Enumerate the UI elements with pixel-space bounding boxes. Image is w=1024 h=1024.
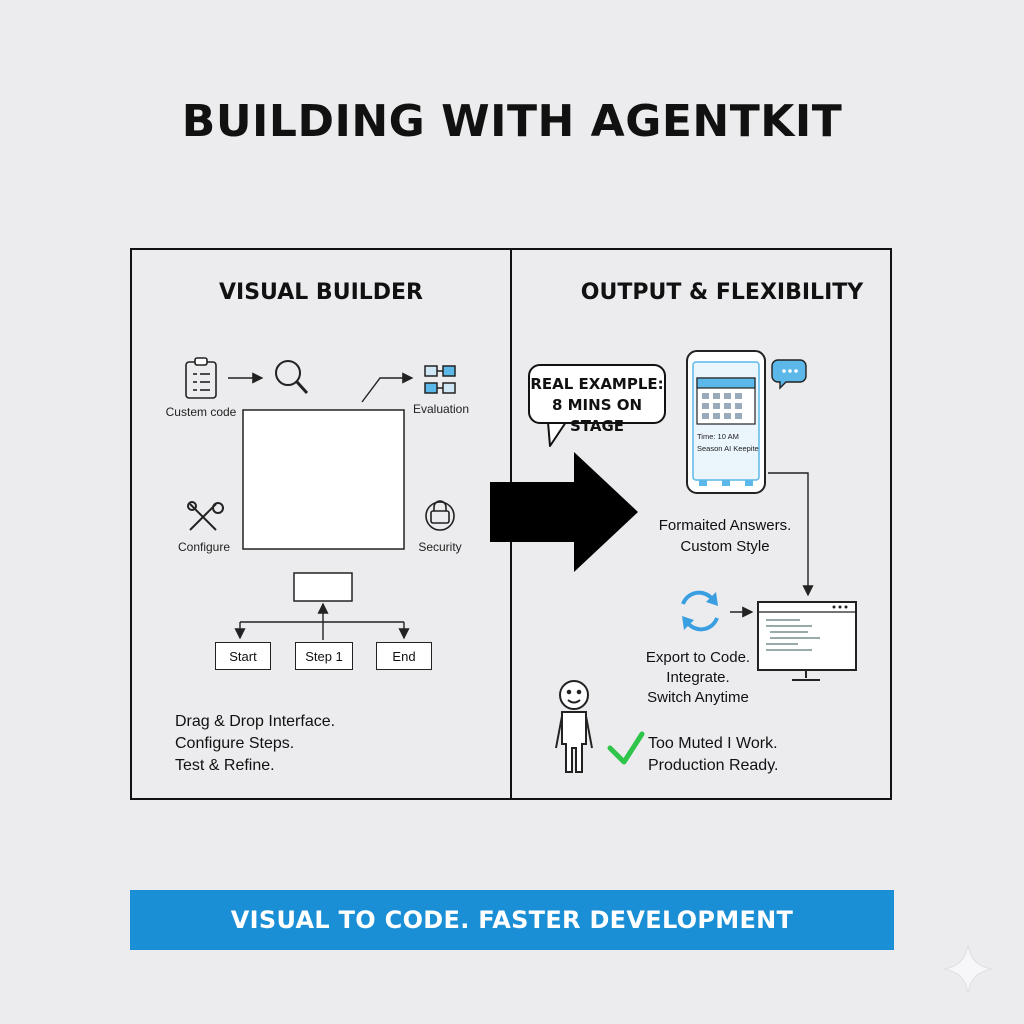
visual-builder-title: VISUAL BUILDER: [218, 280, 423, 305]
visual-builder-description: Drag & Drop Interface. Configure Steps. …: [175, 713, 336, 774]
output-flexibility-title: OUTPUT & FLEXIBILITY: [580, 280, 864, 305]
search-icon: [275, 360, 309, 395]
evaluation-icon: [424, 365, 456, 394]
security-label: Security: [418, 540, 462, 554]
real-example-bubble: REAL EXAMPLE: 8 MINS ON STAGE: [528, 364, 666, 435]
page-title: BUILDING WITH AGENTKIT: [181, 96, 843, 147]
security-icon: [425, 500, 455, 531]
phone-screen-text: Time: 10 AM Season AI Keepite: [697, 432, 759, 453]
canvas-area: [242, 409, 405, 550]
sparkle-icon: [943, 944, 993, 994]
chat-icon: [771, 359, 807, 390]
flow-node-start: Start: [215, 642, 271, 670]
clipboard-icon: [185, 357, 217, 399]
check-icon: [607, 731, 645, 765]
production-ready-text: Too Muted I Work. Production Ready.: [648, 735, 779, 774]
wrench-icon: [187, 501, 224, 531]
evaluation-label: Evaluation: [412, 402, 470, 416]
sync-icon: [681, 590, 719, 632]
monitor-icon: [757, 601, 857, 681]
flow-arrow: [361, 372, 414, 403]
banner-text: VISUAL TO CODE. FASTER DEVELOPMENT: [230, 906, 794, 934]
export-text: Export to Code. Integrate. Switch Anytim…: [645, 649, 751, 706]
flow-node-end: End: [376, 642, 432, 670]
bottom-banner: VISUAL TO CODE. FASTER DEVELOPMENT: [130, 890, 894, 950]
custom-code-label: Custem code: [165, 405, 237, 419]
flow-node-step: Step 1: [295, 642, 353, 670]
formatted-answers-text: Formaited Answers. Custom Style: [658, 517, 792, 555]
flow-top-box: [293, 572, 353, 602]
big-arrow: [490, 452, 638, 572]
person-icon: [555, 680, 593, 773]
phone-icon: [686, 350, 766, 494]
configure-label: Configure: [177, 540, 231, 554]
